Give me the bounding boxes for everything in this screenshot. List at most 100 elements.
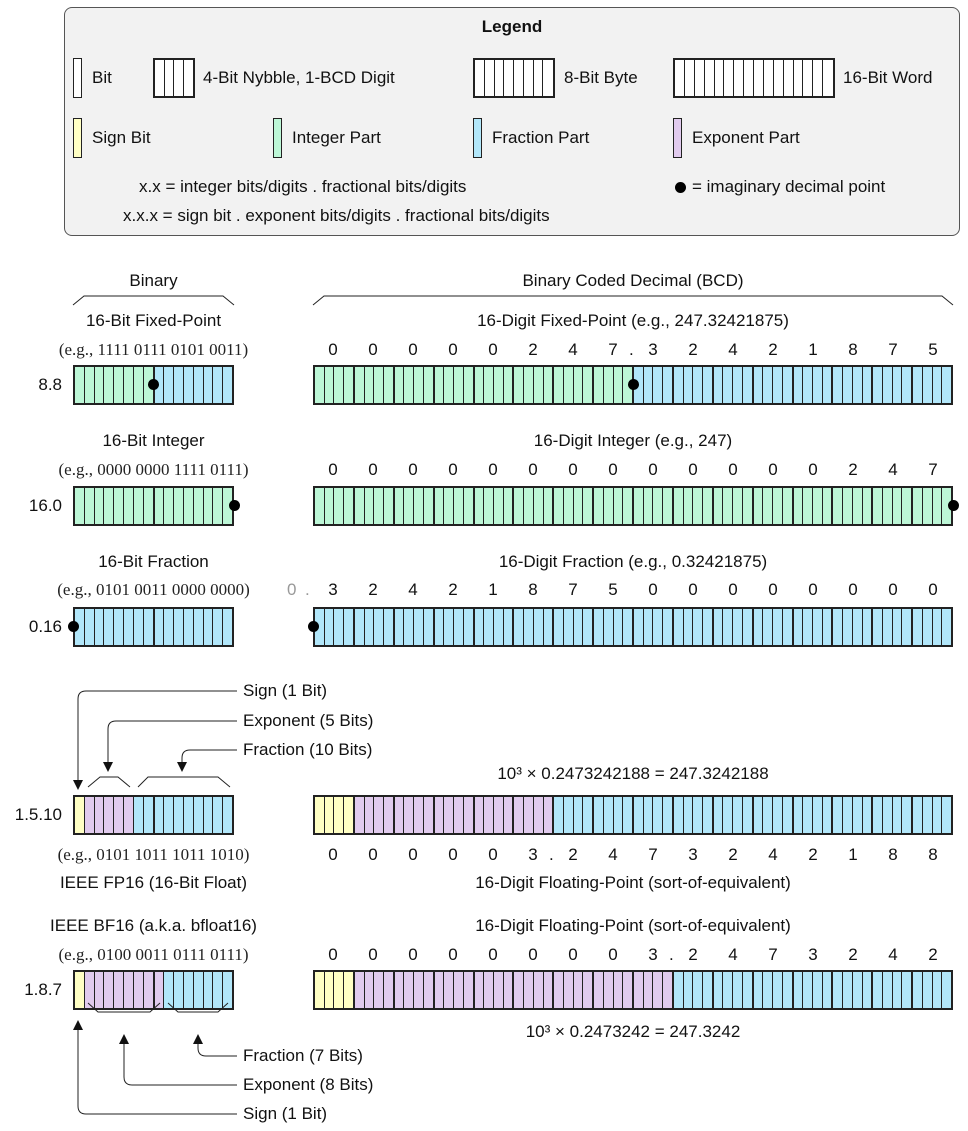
bit-cell-fraction [203,609,214,645]
bcd-digit: 2 [688,945,698,964]
binary-title: 16-Bit Fraction [98,552,209,571]
bcd-bit-cell-integer [892,488,903,524]
bit-cell-fraction [133,609,144,645]
bcd-bit-cell-exponent [613,972,624,1008]
bcd-bit-cell-fraction [932,609,943,645]
bcd-bit-cell-exponent [423,797,435,833]
bit-cell-integer [213,488,224,524]
bit-cell-fraction [223,367,232,403]
bcd-bit-cell-exponent [444,797,455,833]
bit-cell-fraction [223,797,232,833]
bcd-bit-cell-fraction [603,609,614,645]
legend-label: Fraction Part [492,128,590,147]
bcd-bit-cell-exponent [444,972,455,1008]
bcd-bit-cell-fraction [773,609,783,645]
bit-cell-fraction [164,797,175,833]
bcd-bit-cell-fraction [822,797,834,833]
bcd-bit-cell-exponent [543,797,555,833]
bcd-digit: 0 [488,460,498,479]
binary-example: (e.g., 1111 0111 0101 0011) [58,340,249,359]
bcd-digit: 0 [488,945,498,964]
bcd-bit-cell-integer [603,488,614,524]
callout-line-bf16-sign [77,1030,237,1115]
bcd-digit: 0 [808,580,818,599]
bcd-bit-cell-fraction [683,609,694,645]
bcd-bit-cell-fraction [852,972,863,1008]
bcd-bit-cell-exponent [404,797,415,833]
bcd-bit-cell-integer [374,488,385,524]
bcd-bit-cell-fraction [822,609,834,645]
legend-swatch-8-bit-byte [473,58,555,98]
bcd-digit: 0 [728,460,738,479]
bit-cell-integer [193,488,204,524]
binary-title: IEEE FP16 (16-Bit Float) [59,873,248,892]
binary-title: 16-Bit Fixed-Point [85,311,222,330]
bcd-digit: 4 [728,945,738,964]
bcd-bit-cell-integer [673,488,684,524]
bcd-bit-cell-integer [594,488,604,524]
bit-cell-fraction [193,972,204,1008]
bcd-digit: 2 [808,845,818,864]
bcd-bit-cell-integer [882,488,893,524]
bit-cell-fraction [213,972,224,1008]
bit-cell [754,60,764,96]
bcd-bit-cell-fraction [723,797,734,833]
binary-title: IEEE BF16 (a.k.a. bfloat16) [50,916,257,935]
bcd-bit-cell-integer [384,488,395,524]
bit-cell-fraction [213,797,224,833]
decimal-point-dot-icon [675,182,686,193]
bcd-bit-cell-exponent [503,797,515,833]
bit-cell [165,60,175,96]
bcd-bit-cell-exponent [454,972,464,1008]
bcd-digit: 7 [888,340,898,359]
bcd-bit-cell-integer [873,488,883,524]
bcd-decimal-point: . [305,580,310,599]
bcd-bit-cell-exponent [493,797,504,833]
field-callout-label: Fraction (7 Bits) [243,1046,363,1065]
bcd-digit-field [313,607,953,647]
bit-cell [184,60,193,96]
bcd-digit: 0 [408,340,418,359]
bcd-bit-cell-integer [474,488,485,524]
bcd-bit-cell-exponent [364,972,375,1008]
bcd-bit-cell-exponent [514,972,525,1008]
bcd-bit-cell-fraction [583,797,595,833]
bcd-bit-cell-fraction [344,609,355,645]
decimal-point-dot-icon [67,621,79,632]
bcd-bit-cell-fraction [423,609,435,645]
format-label: 16.0 [28,496,62,515]
format-label: 0.16 [28,617,62,636]
bcd-bit-cell-integer [414,367,424,403]
bcd-bit-cell-sign [315,972,325,1008]
bcd-title: 16-Digit Integer (e.g., 247) [533,431,733,450]
bcd-bit-cell-fraction [693,797,704,833]
bit-cell-fraction [213,609,224,645]
bcd-bit-cell-fraction [703,609,714,645]
bcd-bit-cell-fraction [782,609,794,645]
bcd-bit-cell-sign [344,972,355,1008]
bit-cell-integer [203,488,214,524]
bcd-bit-cell-fraction [554,797,564,833]
bcd-bit-cell-fraction [763,609,774,645]
bcd-bit-cell-exponent [463,797,475,833]
binary-title: 16-Bit Integer [102,431,205,450]
bcd-bit-cell-integer [503,367,515,403]
bcd-bit-cell-fraction [713,797,724,833]
bcd-bit-cell-fraction [753,797,764,833]
bit-cell-exponent [84,972,95,1008]
bit-cell-fraction [174,972,184,1008]
bcd-bit-cell-fraction [683,972,694,1008]
bit-cell-fraction [164,972,175,1008]
bit-cell-integer [94,488,105,524]
callout-line-bf16-fraction [197,1044,237,1057]
bcd-digit: 5 [928,340,938,359]
bcd-bit-cell-fraction [693,367,704,403]
bcd-bit-cell-integer [334,367,345,403]
bcd-bit-cell-fraction [862,609,874,645]
bcd-bit-cell-integer [693,488,704,524]
bit-cell-fraction [143,797,155,833]
bcd-formula: 10³ × 0.2473242 = 247.3242 [525,1022,741,1041]
bcd-bit-cell-fraction [653,797,664,833]
bcd-bit-cell-fraction [803,367,813,403]
bcd-bit-cell-integer [932,488,943,524]
